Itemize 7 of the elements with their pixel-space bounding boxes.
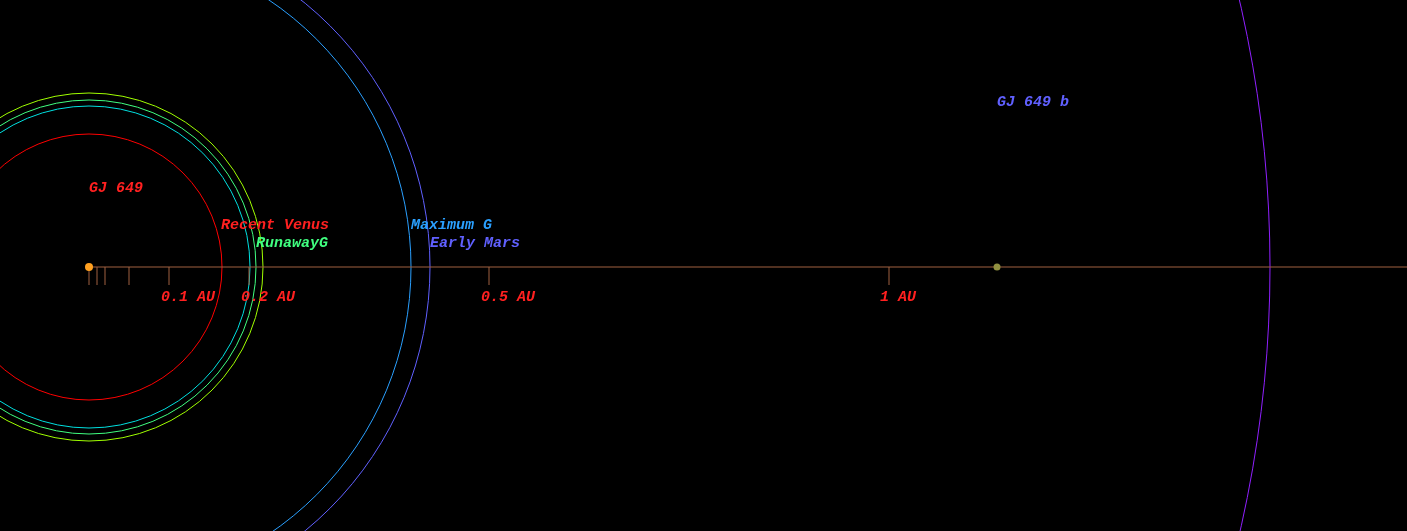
distance-label: 0.5 AU <box>481 289 535 306</box>
distance-label: 1 AU <box>880 289 916 306</box>
zone-label: Early Mars <box>430 235 520 252</box>
planet-label: GJ 649 b <box>997 94 1069 111</box>
distance-label: 0.1 AU <box>161 289 215 306</box>
star-label: GJ 649 <box>89 180 143 197</box>
zone-label: Maximum G <box>411 217 492 234</box>
